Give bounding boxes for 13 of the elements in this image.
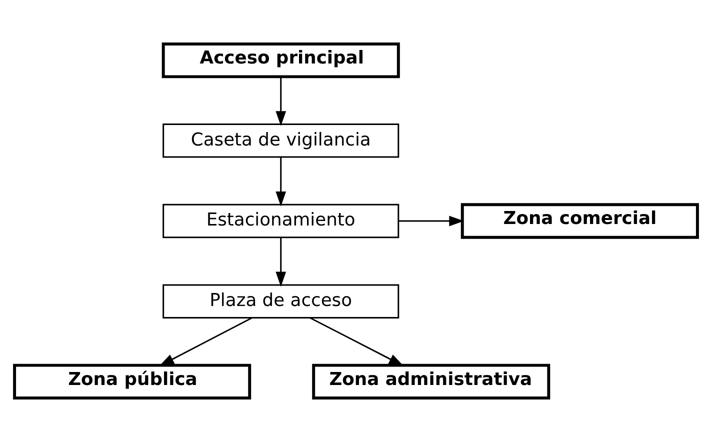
node-box: Caseta de vigilancia	[162, 124, 400, 158]
arrow	[310, 317, 404, 366]
node-box: Acceso principal	[162, 42, 400, 78]
arrow	[276, 76, 286, 126]
node-box: Zona administrativa	[312, 364, 550, 400]
arrow	[398, 216, 464, 226]
node-box: Plaza de acceso	[162, 284, 400, 318]
node-box: Zona pública	[13, 364, 252, 400]
arrow	[276, 237, 286, 287]
arrow	[159, 317, 253, 366]
node-box: Zona comercial	[460, 203, 699, 239]
arrow	[276, 157, 286, 206]
node-box: Estacionamiento	[162, 204, 400, 238]
